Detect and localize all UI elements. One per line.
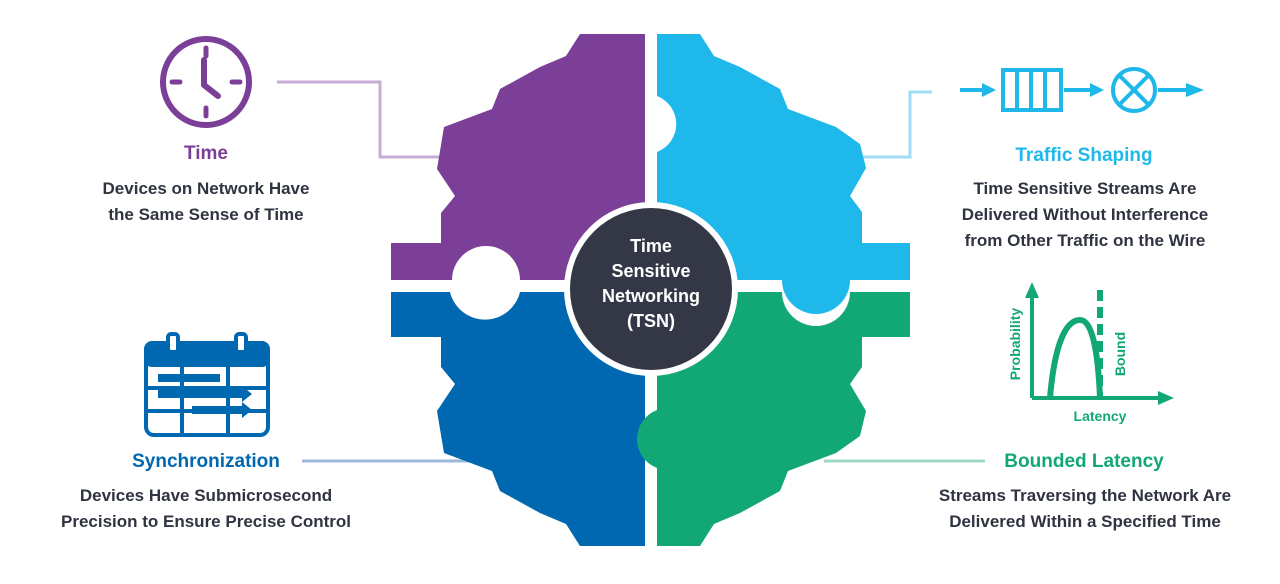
synchronization-description: Devices Have Submicrosecond Precision to… xyxy=(60,486,352,531)
traffic-shaping-title: Traffic Shaping xyxy=(1015,145,1153,166)
bounded-latency-title: Bounded Latency xyxy=(1004,451,1164,472)
clock-icon xyxy=(160,36,252,128)
sync-puzzle-piece xyxy=(391,292,645,546)
latency-distribution-icon xyxy=(1025,282,1174,405)
plot-ylabel: Probability xyxy=(1007,307,1023,381)
center-line-3: Networking xyxy=(601,286,700,306)
plot-xlabel: Latency xyxy=(1073,408,1127,424)
traffic-shaping-description: Time Sensitive Streams Are Delivered Wit… xyxy=(961,179,1209,250)
center-line-2: Sensitive xyxy=(611,261,691,281)
time-description: Devices on Network Have the Same Sense o… xyxy=(102,179,310,224)
center-line-1: Time xyxy=(630,236,672,256)
time-title: Time xyxy=(183,143,228,164)
queue-scheduler-icon xyxy=(960,67,1204,113)
center-line-4: (TSN) xyxy=(627,311,675,331)
time-puzzle-piece xyxy=(391,34,645,280)
bounded-latency-description: Streams Traversing the Network Are Deliv… xyxy=(938,486,1232,531)
center-label: Time Sensitive Networking (TSN) xyxy=(571,234,731,334)
plot-bound-label: Bound xyxy=(1112,331,1128,377)
synchronization-title: Synchronization xyxy=(132,451,280,472)
calendar-schedule-icon xyxy=(144,332,270,437)
center-circle xyxy=(564,202,738,376)
time-connector-line xyxy=(277,80,480,159)
